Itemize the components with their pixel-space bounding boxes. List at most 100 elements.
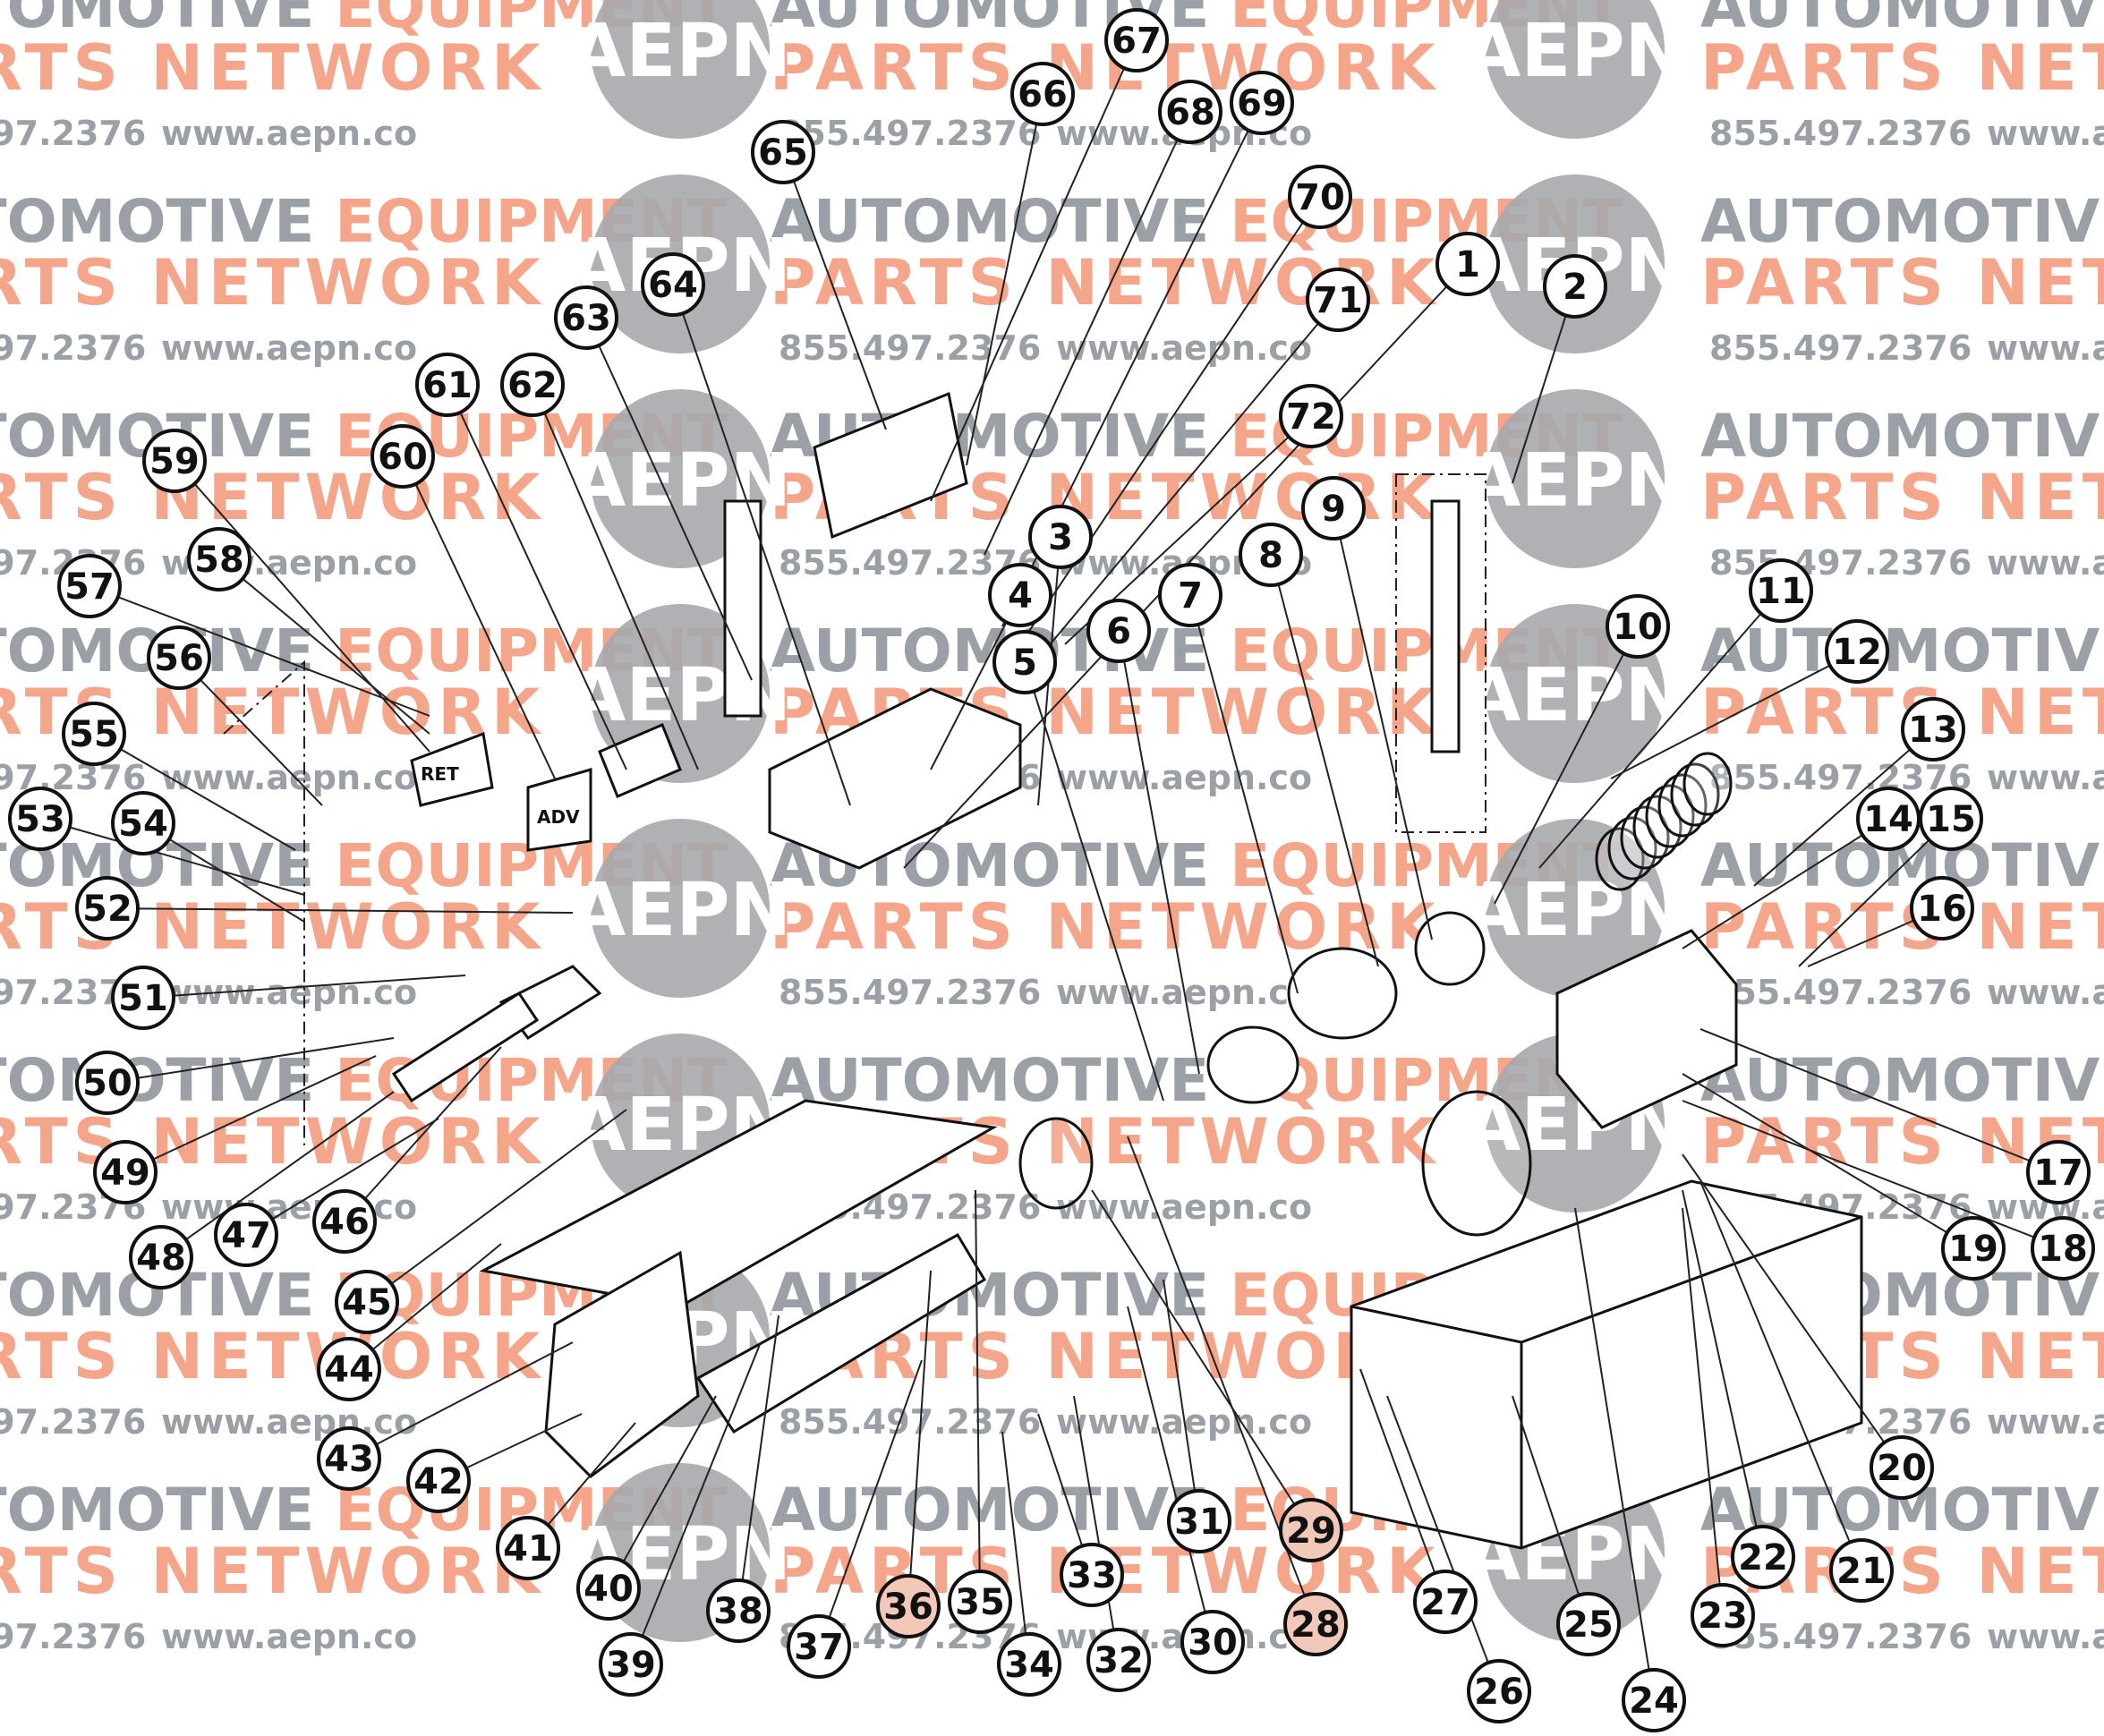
callout-circle [576,1556,641,1621]
callout-number: 49 [100,1153,150,1194]
callout-21: 21 [1829,1538,1894,1603]
callout-3: 3 [1028,505,1093,569]
leader-line [142,974,466,999]
callout-number: 36 [883,1587,933,1628]
callout-circle [1028,505,1093,569]
callout-32: 32 [1086,1628,1151,1692]
callout-16: 16 [1910,876,1974,940]
watermark-phone: 855.497.2376 [0,1402,146,1442]
callout-39: 39 [599,1632,663,1697]
callout-number: 29 [1286,1510,1336,1552]
callout-38: 38 [706,1579,771,1643]
leader-line [402,455,556,779]
callout-circle [312,1189,377,1254]
aepn-logo-circle [1486,389,1665,568]
spring-coil [1682,752,1733,816]
callout-number: 59 [149,441,200,482]
leader-line [1091,1189,1312,1531]
watermark-website: www.aepn.co [1056,328,1312,368]
callout-57: 57 [57,554,122,618]
callout-circle [1086,1628,1151,1692]
watermark-line1-word1: AUTOMOTIVE [0,1476,335,1545]
piston-ring [1206,1025,1299,1104]
solenoid-block [598,723,682,798]
callout-number: 23 [1698,1596,1748,1637]
callout-number: 51 [118,978,168,1019]
leader-line [89,585,430,717]
callout-circle [1435,232,1500,296]
callout-30: 30 [1180,1610,1245,1674]
callout-circle [997,1632,1061,1697]
reservoir-tank [1350,1179,1863,1550]
watermark-phone: 855.497.2376 [0,1617,146,1656]
callout-circle [1556,1592,1621,1656]
callout-number: 28 [1291,1604,1341,1646]
leader-line [160,1091,395,1258]
leader-line [1001,1431,1030,1665]
callout-number: 41 [503,1528,553,1570]
leader-line [782,151,887,430]
left-group-bracket [223,660,305,1145]
callout-number: 31 [1174,1502,1224,1543]
watermark-line2: PARTS NETWORK [1700,461,2104,534]
callout-number: 53 [15,799,65,840]
leader-line [1019,196,1321,645]
leader-line [907,1270,932,1607]
watermark-phone: 855.497.2376 [1709,328,1972,368]
callout-65: 65 [751,120,815,184]
callout-number: 46 [319,1202,370,1243]
watermark-website: www.aepn.co [161,1402,417,1442]
callout-number: 9 [1321,489,1346,530]
leader-line [348,1341,574,1459]
end-gasket [1018,1117,1094,1210]
callout-circle [335,1270,399,1334]
callout-44: 44 [317,1337,381,1401]
leader-line [585,317,753,681]
callout-circle [1301,476,1366,540]
callout-number: 25 [1563,1604,1614,1646]
callout-69: 69 [1230,71,1294,135]
watermark-line2: PARTS NETWORK [0,246,545,319]
housing-gasket [1421,1090,1532,1237]
callout-number: 56 [154,638,204,679]
callout-33: 33 [1060,1543,1124,1607]
callout-circle [1086,599,1151,663]
leader-line [630,1341,762,1665]
watermark-website: www.aepn.co [161,973,417,1012]
callout-72: 72 [1279,384,1343,448]
leader-line [1270,554,1379,967]
watermark-website: www.aepn.co [1987,328,2104,368]
callout-number: 70 [1295,177,1345,218]
aepn-logo-circle [1486,819,1665,998]
callout-circle [1910,876,1974,940]
callout-10: 10 [1606,594,1670,659]
callout-number: 22 [1738,1537,1788,1579]
leader-line [348,1243,502,1370]
callout-circle [317,1337,381,1401]
callout-28: 28 [1283,1592,1348,1656]
aepn-logo-text: AEPN [1464,868,1686,953]
callout-circle [1413,1570,1478,1634]
callout-number: 14 [1863,799,1913,840]
watermark-phone: 855.497.2376 [779,114,1041,153]
callout-12: 12 [1825,619,1889,684]
aepn-logo-circle [1486,0,1665,139]
callout-circle [1230,71,1294,135]
callout-61: 61 [415,353,480,417]
leader-line [1073,1395,1120,1661]
leader-line [174,460,430,753]
callout-circle [1288,165,1352,229]
callout-circle [1306,268,1370,332]
callout-47: 47 [214,1203,278,1267]
callout-circle [496,1516,560,1580]
callout-circle [93,1140,158,1204]
callout-42: 42 [406,1449,471,1513]
callout-number: 20 [1877,1448,1927,1489]
callout-circle [317,1426,381,1491]
watermark-phone: 855.497.2376 [0,328,146,368]
